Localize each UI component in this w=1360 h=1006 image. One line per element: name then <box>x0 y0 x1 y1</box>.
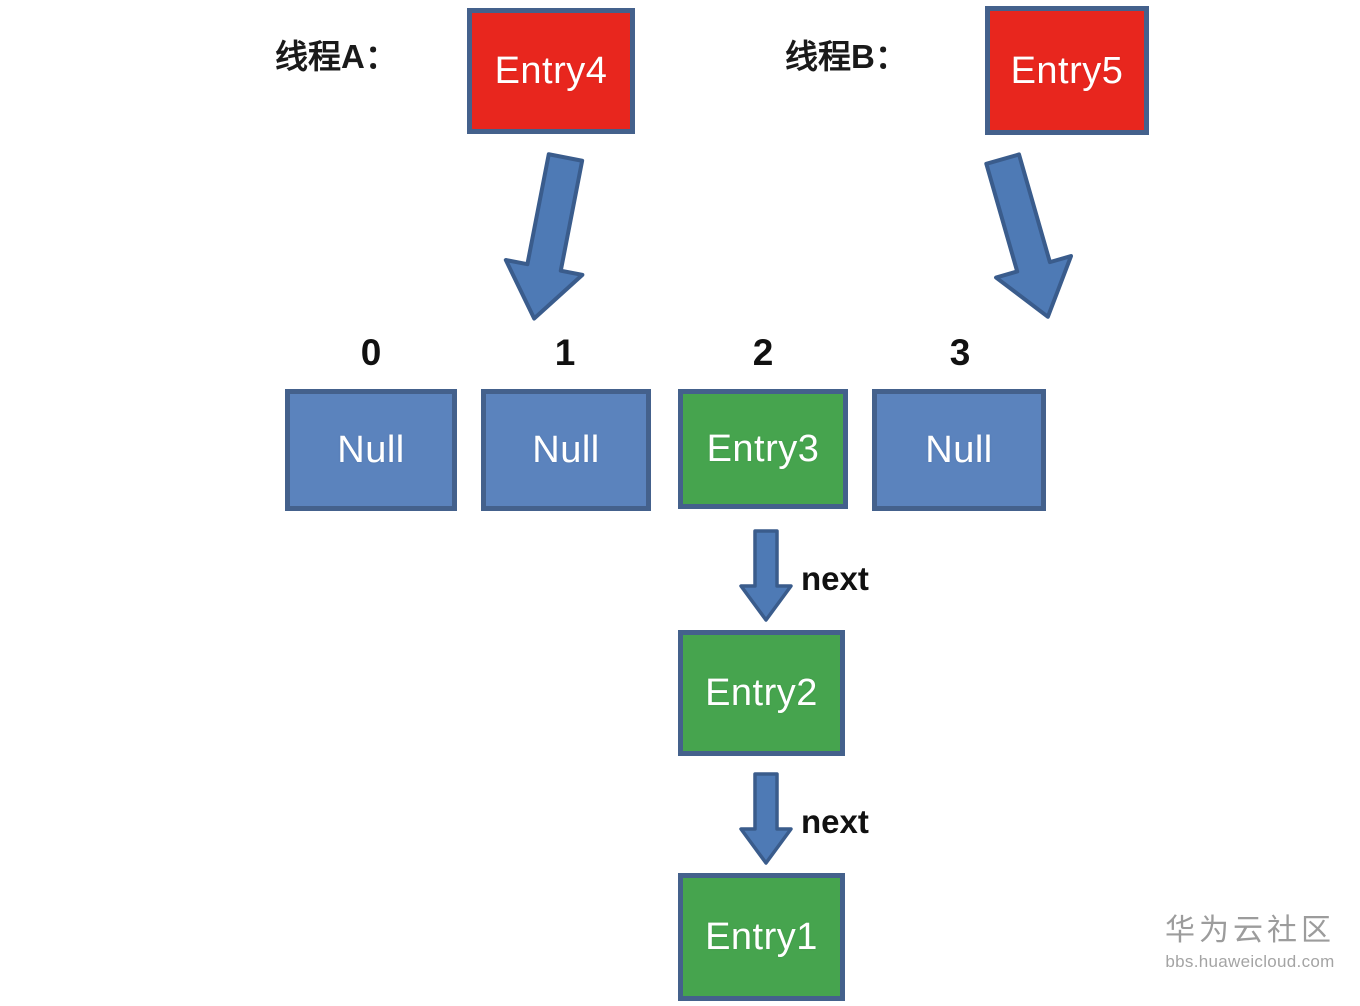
bucket-cell-0: Null <box>285 389 457 511</box>
thread-a-entry-box: Entry4 <box>467 8 635 134</box>
watermark-url: bbs.huaweicloud.com <box>1165 952 1335 971</box>
chain-node-entry1: Entry1 <box>678 873 845 1001</box>
thread-a-label: 线程A： <box>275 38 398 75</box>
bucket-cell-2: Entry3 <box>678 389 848 509</box>
watermark: 华为云社区 bbs.huaweicloud.com <box>1150 914 1350 971</box>
thread-b-insert-arrow <box>970 150 1080 325</box>
thread-a-insert-arrow <box>495 150 605 325</box>
bucket-index-0: 0 <box>360 332 382 373</box>
next-label-2: next <box>801 803 869 840</box>
bucket-cell-1: Null <box>481 389 651 511</box>
thread-b-entry-box: Entry5 <box>985 6 1149 135</box>
bucket-cell-3: Null <box>872 389 1046 511</box>
bucket-index-2: 2 <box>752 332 774 373</box>
watermark-brand: 华为云社区 <box>1165 914 1335 947</box>
next-arrow-2 <box>738 771 794 867</box>
bucket-index-1: 1 <box>554 332 576 373</box>
bucket-index-3: 3 <box>949 332 971 373</box>
next-arrow-1 <box>738 528 794 624</box>
next-label-1: next <box>801 560 869 597</box>
chain-node-entry2: Entry2 <box>678 630 845 756</box>
thread-b-label: 线程B： <box>785 38 908 75</box>
